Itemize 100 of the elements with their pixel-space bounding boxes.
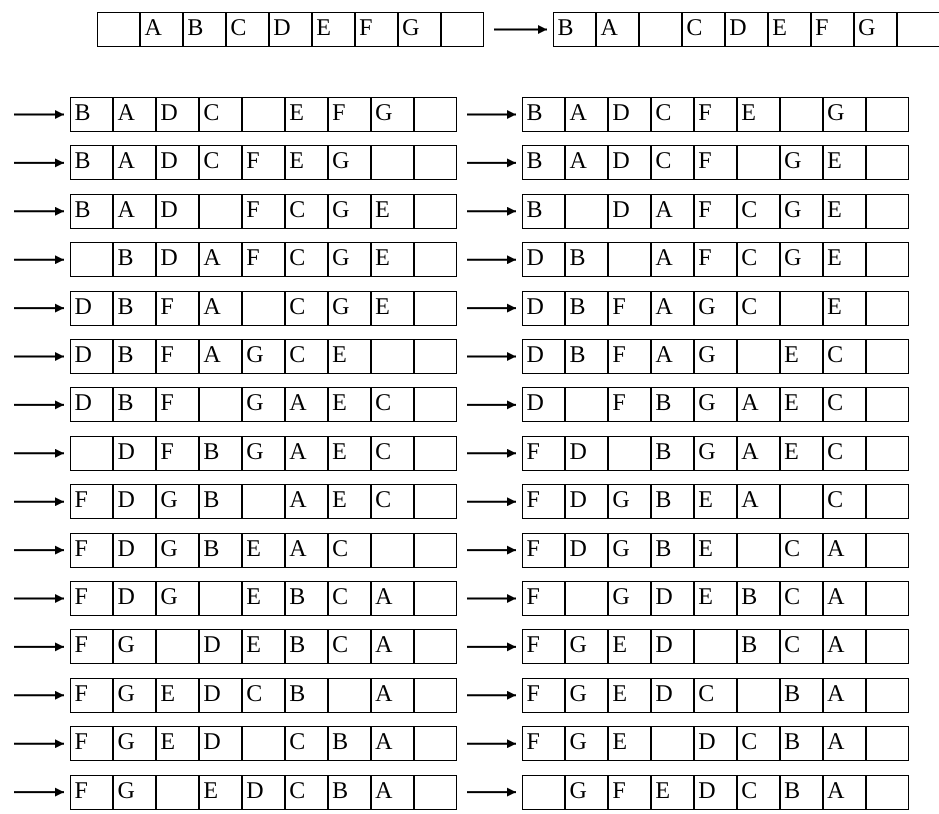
arrow <box>14 642 64 652</box>
array-cell: F <box>607 776 652 809</box>
array-cell: D <box>564 534 609 567</box>
array-cell: E <box>693 534 738 567</box>
array-cell: E <box>607 727 652 760</box>
array-cell: F <box>70 678 114 712</box>
array-cell: B <box>70 146 114 180</box>
array-box <box>70 436 457 471</box>
array-cell: C <box>822 485 866 518</box>
array-cell: B <box>198 436 243 470</box>
array-cell: D <box>607 146 652 180</box>
array-cell: A <box>822 727 866 760</box>
array-cell: F <box>607 340 652 373</box>
array-cell: A <box>370 582 414 615</box>
array-cell: F <box>522 727 566 760</box>
array-cell: C <box>822 388 866 422</box>
array-box <box>522 774 909 810</box>
array-cell: G <box>693 388 738 422</box>
array-cell: G <box>607 485 652 518</box>
array-cell: D <box>155 146 200 180</box>
array-cell: B <box>522 146 566 180</box>
array-cell: C <box>736 194 781 228</box>
array-cell: E <box>736 98 781 131</box>
array-cell: F <box>70 776 114 809</box>
array-cell: G <box>327 146 372 180</box>
array-cell: G <box>607 534 652 567</box>
array-cell: C <box>736 776 781 809</box>
array-cell: D <box>198 630 243 664</box>
array-cell: A <box>564 146 609 180</box>
array-box <box>522 678 909 713</box>
array-cell: F <box>241 146 286 180</box>
array-cell: A <box>198 243 243 276</box>
array-cell: G <box>241 436 286 470</box>
array-cell: B <box>112 243 157 276</box>
array-box <box>70 145 457 180</box>
array-cell: C <box>650 98 695 131</box>
array-cell: F <box>155 292 200 325</box>
array-cell: C <box>779 534 824 567</box>
array-cell: A <box>650 194 695 228</box>
array-cell: D <box>155 194 200 228</box>
arrow <box>467 739 516 748</box>
array-cell: D <box>70 340 114 373</box>
array-cell: B <box>564 243 609 276</box>
array-cell: G <box>564 630 609 664</box>
array-cell: G <box>693 436 738 470</box>
array-cell: E <box>241 630 286 664</box>
array-cell: E <box>155 727 200 760</box>
array-cell: G <box>564 678 609 712</box>
array-cell: B <box>522 98 566 131</box>
array-cell: E <box>693 485 738 518</box>
arrow <box>14 304 64 313</box>
array-cell: A <box>112 98 157 131</box>
array-cell: D <box>70 388 114 422</box>
array-cell: B <box>182 13 227 46</box>
array-cell: D <box>155 98 200 131</box>
array-box <box>553 12 939 47</box>
array-cell: A <box>822 776 866 809</box>
array-cell: G <box>779 243 824 276</box>
array-cell: D <box>607 98 652 131</box>
array-cell: C <box>241 678 286 712</box>
array-cell: E <box>311 13 356 46</box>
array-cell: F <box>810 13 855 46</box>
array-cell: E <box>822 292 866 325</box>
array-cell: B <box>112 388 157 422</box>
array-cell: A <box>650 340 695 373</box>
array-box <box>70 484 457 520</box>
array-box <box>522 194 909 229</box>
array-cell: D <box>268 13 313 46</box>
array-cell: E <box>693 582 738 615</box>
array-cell: C <box>225 13 270 46</box>
array-cell: B <box>522 194 566 228</box>
array-cell: B <box>779 776 824 809</box>
array-cell: F <box>241 194 286 228</box>
array-cell: B <box>327 727 372 760</box>
array-cell: E <box>327 485 372 518</box>
array-cell: A <box>284 534 329 567</box>
arrow <box>467 304 516 313</box>
array-cell: C <box>370 388 414 422</box>
array-cell: B <box>736 630 781 664</box>
array-cell: E <box>822 146 866 180</box>
array-cell: F <box>607 388 652 422</box>
array-cell: C <box>822 340 866 373</box>
array-cell: B <box>284 630 329 664</box>
array-box <box>522 484 909 520</box>
array-cell: F <box>693 243 738 276</box>
array-cell: A <box>595 13 640 46</box>
array-cell: A <box>564 98 609 131</box>
array-cell: D <box>693 727 738 760</box>
array-cell: C <box>284 243 329 276</box>
array-cell: G <box>112 776 157 809</box>
array-cell: F <box>522 534 566 567</box>
array-cell: G <box>397 13 442 46</box>
array-cell: A <box>822 534 866 567</box>
array-cell: D <box>155 243 200 276</box>
array-cell: C <box>198 98 243 131</box>
arrow <box>14 739 64 748</box>
array-cell: G <box>779 146 824 180</box>
array-cell: E <box>370 194 414 228</box>
array-box <box>522 97 909 132</box>
array-cell: C <box>779 582 824 615</box>
